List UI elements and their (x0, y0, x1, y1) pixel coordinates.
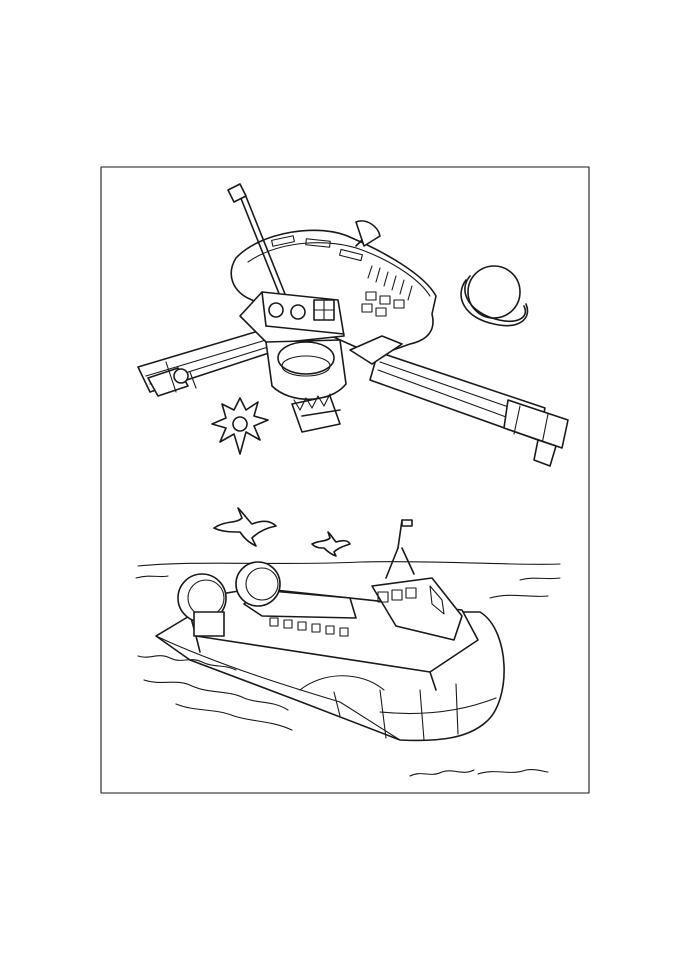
fans (177, 561, 281, 637)
central-drum (265, 335, 403, 401)
horizon (135, 561, 561, 599)
waves (137, 655, 549, 777)
left-boom (137, 329, 273, 397)
picture-frame (100, 166, 590, 794)
instrument-box (239, 291, 345, 345)
gulls (213, 507, 351, 557)
antenna (227, 183, 286, 297)
star (211, 397, 269, 455)
space-probe (137, 183, 569, 467)
hovercraft-windows (269, 617, 349, 637)
probe-grille (361, 265, 413, 317)
probe-dish (230, 220, 437, 357)
planet (460, 265, 529, 327)
bottom-module (291, 393, 341, 433)
cabin (371, 519, 463, 641)
right-boom (369, 351, 569, 467)
hovercraft (155, 519, 505, 742)
